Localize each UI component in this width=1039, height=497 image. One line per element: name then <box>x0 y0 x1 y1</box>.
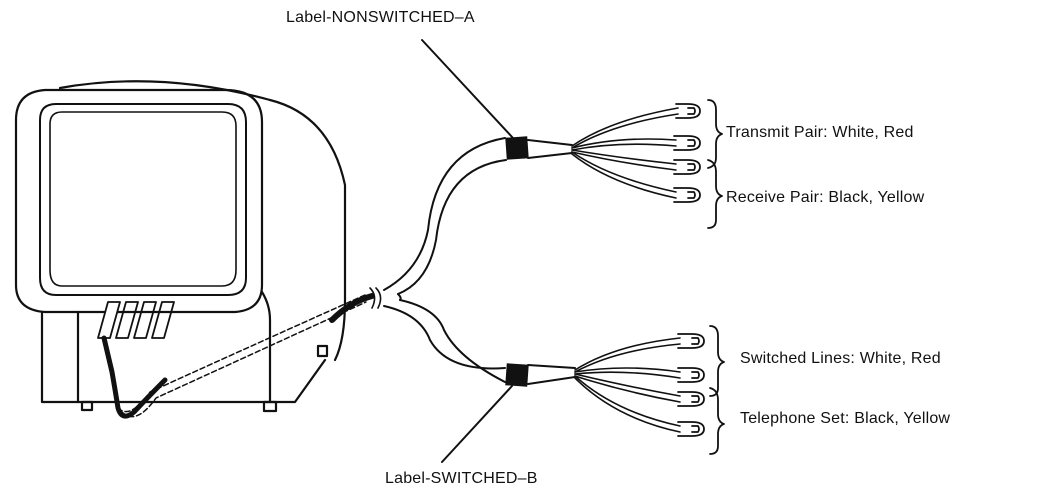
telephone-set-label: Telephone Set: Black, Yellow <box>740 410 951 427</box>
split-cable <box>383 137 507 383</box>
brace-switched <box>709 325 725 397</box>
spade-lugs-b <box>677 333 705 437</box>
label-nonswitched-a: Label-NONSWITCHED–A <box>286 9 475 26</box>
label-sleeve-b <box>505 363 529 387</box>
label-switched-b: Label-SWITCHED–B <box>385 470 538 487</box>
wires-a <box>571 107 679 199</box>
leader-line-b <box>441 385 513 463</box>
connector-slots <box>97 301 175 339</box>
plug-cable <box>101 294 367 419</box>
terminal-unit <box>14 80 347 413</box>
brace-transmit <box>707 99 723 169</box>
switched-lines-label: Switched Lines: White, Red <box>740 350 941 367</box>
transmit-pair-label: Transmit Pair: White, Red <box>726 124 914 141</box>
wires-b <box>574 337 681 433</box>
jacket-a <box>527 139 573 159</box>
brace-telephone <box>709 387 725 455</box>
receive-pair-label: Receive Pair: Black, Yellow <box>726 189 925 206</box>
label-sleeve-a <box>505 136 529 160</box>
screen-icon <box>39 103 247 296</box>
spade-lugs-a <box>673 103 701 203</box>
jacket-b <box>527 364 576 385</box>
brace-receive <box>707 159 723 229</box>
main-cable <box>329 287 382 323</box>
leader-line-a <box>421 39 514 139</box>
